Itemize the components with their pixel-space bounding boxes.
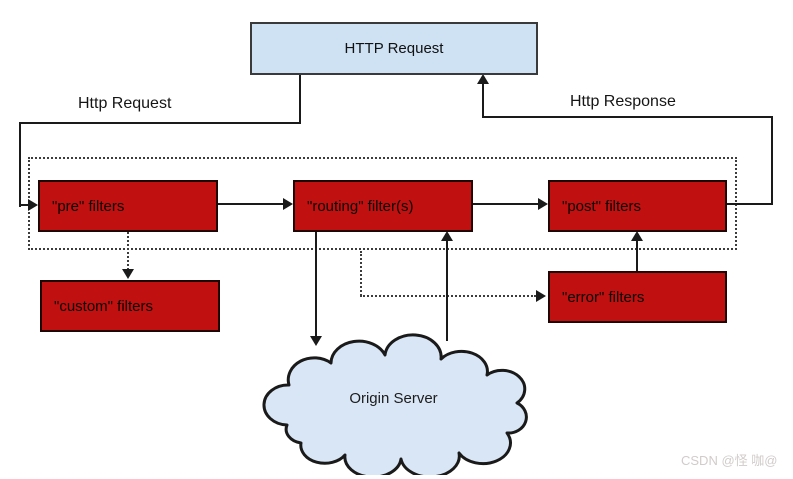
csdn-watermark: CSDN @怪 咖@ (681, 453, 778, 468)
pre-to-custom-dotted-edge (127, 232, 129, 270)
http-response-edge-label: Http Response (570, 93, 676, 110)
error-to-post-arrowhead-icon (631, 231, 643, 241)
request-edge-segment (299, 74, 301, 124)
http-request-edge-label: Http Request (78, 95, 172, 112)
pre-filters-box: "pre" filters (38, 180, 218, 232)
routing-to-origin-edge (315, 231, 317, 338)
response-edge-segment (771, 116, 773, 205)
custom-filters-label: "custom" filters (54, 297, 154, 315)
response-edge-segment (482, 84, 484, 118)
pre-to-routing-edge (218, 203, 285, 205)
http-request-box-label: HTTP Request (344, 40, 444, 57)
origin-server-label: Origin Server (349, 390, 438, 407)
post-filters-label: "post" filters (562, 197, 642, 215)
custom-filters-box: "custom" filters (40, 280, 220, 332)
routing-filters-label: "routing" filter(s) (307, 197, 414, 215)
pre-filters-label: "pre" filters (52, 197, 125, 215)
response-arrowhead-icon (477, 74, 489, 84)
error-dotted-edge-segment (360, 295, 536, 297)
error-dotted-arrowhead-icon (536, 290, 546, 302)
origin-to-routing-edge (446, 241, 448, 341)
routing-filters-box: "routing" filter(s) (293, 180, 473, 232)
request-edge-segment (19, 122, 301, 124)
error-filters-label: "error" filters (562, 288, 645, 306)
routing-to-post-edge (472, 203, 540, 205)
pre-to-custom-arrowhead-icon (122, 269, 134, 279)
request-arrowhead-icon (28, 199, 38, 211)
request-edge-segment (19, 122, 21, 207)
request-edge-segment (19, 204, 31, 206)
error-dotted-edge-segment (360, 251, 362, 296)
post-filters-box: "post" filters (548, 180, 727, 232)
pre-to-routing-arrowhead-icon (283, 198, 293, 210)
routing-to-origin-arrowhead-icon (310, 336, 322, 346)
routing-to-post-arrowhead-icon (538, 198, 548, 210)
error-filters-box: "error" filters (548, 271, 727, 323)
response-edge-segment (483, 116, 773, 118)
error-to-post-edge (636, 240, 638, 272)
origin-to-routing-arrowhead-icon (441, 231, 453, 241)
origin-server-cloud (262, 333, 528, 475)
http-request-box: HTTP Request (250, 22, 538, 75)
response-edge-segment (727, 203, 773, 205)
